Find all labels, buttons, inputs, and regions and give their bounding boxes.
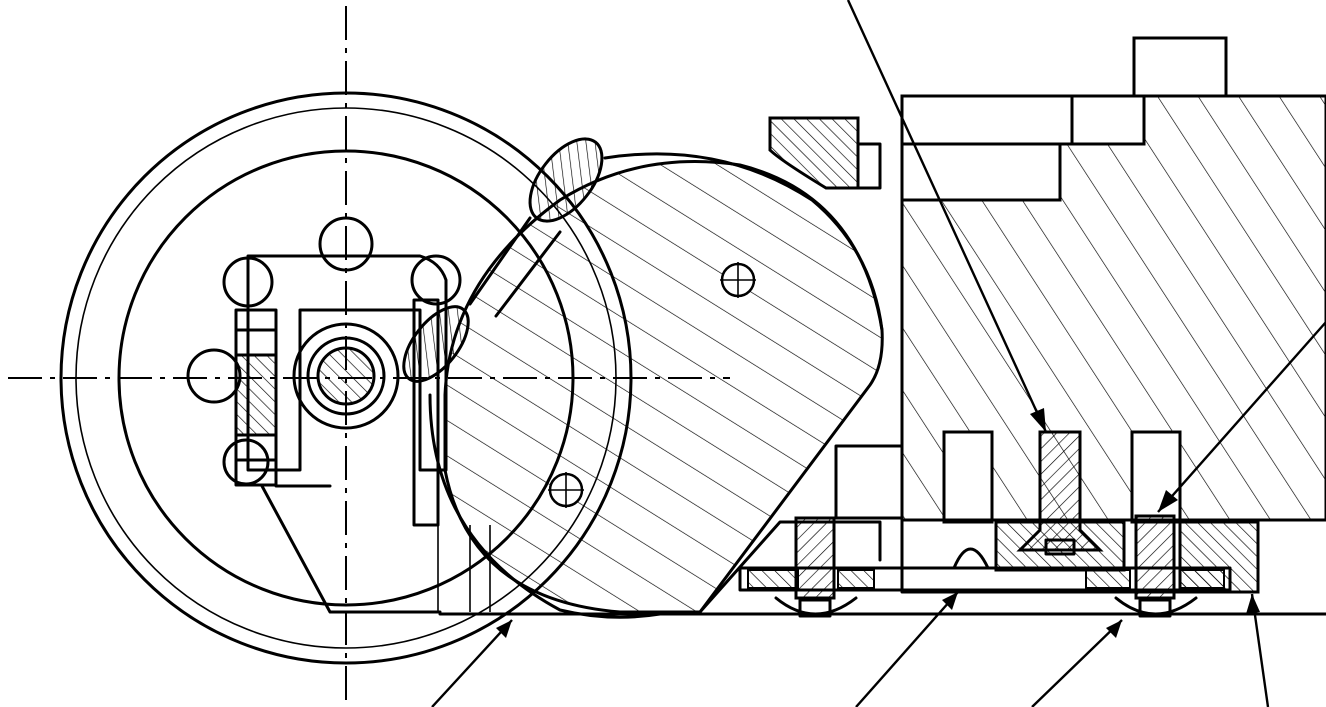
leader-bottom-4 <box>1246 593 1270 707</box>
main-block <box>900 36 1326 556</box>
hub-assembly <box>186 216 491 614</box>
bottom-plate <box>438 444 1326 618</box>
leader-top <box>846 0 1048 433</box>
leader-bottom-2 <box>855 591 959 707</box>
leader-right <box>1157 321 1326 513</box>
cam-ball <box>428 152 884 619</box>
top-bracket <box>768 116 882 190</box>
leader-lines <box>431 0 1326 707</box>
leader-bottom-3 <box>1031 619 1123 707</box>
leader-bottom-1 <box>431 619 513 707</box>
